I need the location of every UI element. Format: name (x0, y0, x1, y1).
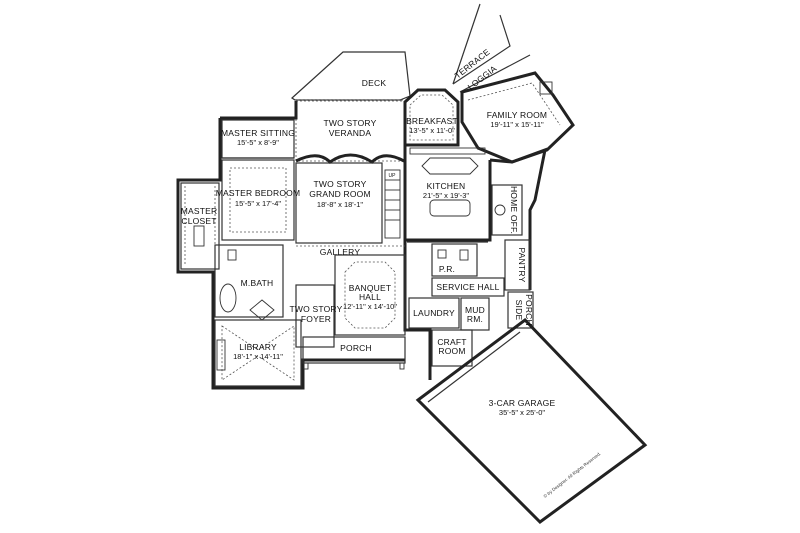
banquet-hall-label-1: BANQUET (349, 283, 392, 293)
craft-room-walls (431, 329, 473, 367)
mud-room-label-2: RM. (467, 314, 483, 324)
master-sitting-walls (221, 119, 295, 159)
veranda-label-1: TWO STORY (324, 118, 377, 128)
master-sitting-dimensions: 15'-5" x 8'-9" (237, 138, 279, 147)
stair-up-label: UP (389, 173, 397, 179)
grand-room-label-1: TWO STORY (314, 179, 367, 189)
grand-room-walls (295, 162, 401, 244)
service-hall-walls (431, 277, 505, 297)
kitchen-label: KITCHEN (427, 181, 466, 191)
banquet-hall-label-2: HALL (359, 292, 381, 302)
powder-room-label: P.R. (439, 264, 455, 274)
pantry-label: PANTRY (517, 248, 527, 283)
library-dimensions: 18'-1" x 14'-11" (233, 352, 283, 361)
craft-room-label-1: CRAFT (437, 337, 466, 347)
library-label: LIBRARY (239, 342, 277, 352)
laundry-label: LAUNDRY (413, 308, 455, 318)
craft-room-label-2: ROOM (438, 346, 465, 356)
garage-walls (415, 318, 648, 524)
master-bedroom-label: MASTER BEDROOM (216, 188, 301, 198)
side-porch-label-1: SIDE (514, 300, 524, 321)
foyer-walls (295, 284, 335, 348)
master-closet-walls (180, 182, 220, 270)
grand-room-label-2: GRAND ROOM (309, 189, 371, 199)
service-hall-label: SERVICE HALL (436, 282, 499, 292)
kitchen-dimensions: 21'-5" x 19'-3" (423, 191, 469, 200)
kitchen-walls (407, 147, 488, 243)
banquet-hall-dimensions: 12'-11" x 14'-10" (343, 302, 397, 311)
garage-dimensions: 35'-5" x 25'-0" (499, 408, 545, 417)
breakfast-label: BREAKFAST (406, 116, 458, 126)
foyer-label-1: TWO STORY (290, 304, 343, 314)
master-bedroom-dimensions: 15'-5" x 17'-4" (235, 199, 281, 208)
side-porch-walls (507, 291, 534, 329)
banquet-hall-walls (334, 254, 406, 336)
grand-room-dimensions: 18'-8" x 18'-1" (317, 200, 363, 209)
mud-room-label-1: MUD (465, 305, 485, 315)
mud-room-walls (460, 297, 490, 331)
home-office-label: HOME OFF. (509, 186, 519, 234)
family-room-dimensions: 19'-11" x 15'-11" (490, 120, 544, 129)
powder-room-walls (431, 243, 478, 277)
breakfast-dimensions: 13'-5" x 11'-0" (409, 126, 455, 135)
laundry-walls (408, 297, 460, 329)
copyright-notice: © by Designer. All Rights Reserved. (542, 450, 602, 499)
veranda-label-2: VERANDA (329, 128, 372, 138)
pantry-walls (504, 239, 531, 291)
master-closet-label-2: CLOSET (181, 216, 216, 226)
deck-label: DECK (362, 78, 387, 88)
side-porch-label-2: PORCH (524, 294, 534, 326)
master-bedroom-walls (221, 159, 295, 241)
porch-label: PORCH (340, 343, 372, 353)
foyer-label-2: FOYER (301, 314, 331, 324)
terrace-area (452, 3, 531, 93)
home-office-walls (491, 184, 523, 236)
gallery-label: GALLERY (320, 247, 361, 257)
family-room-area (460, 71, 575, 164)
porch-walls (302, 336, 406, 370)
family-room-label: FAMILY ROOM (487, 110, 547, 120)
master-bath-walls (214, 244, 284, 321)
deck-area (291, 51, 411, 101)
master-sitting-label: MASTER SITTING (221, 128, 295, 138)
master-bath-label: M.BATH (241, 278, 274, 288)
garage-label: 3-CAR GARAGE (489, 398, 556, 408)
library-walls (214, 319, 302, 387)
master-closet-label-1: MASTER (181, 206, 218, 216)
